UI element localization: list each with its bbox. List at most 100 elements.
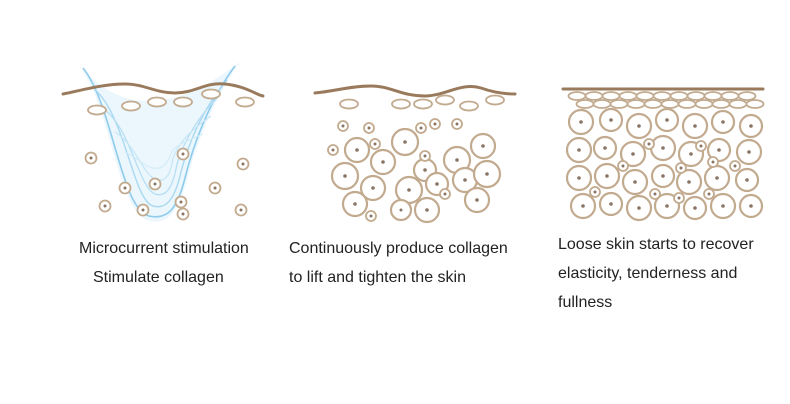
- collagen-cell: [565, 164, 593, 192]
- caption-line: to lift and tighten the skin: [289, 269, 466, 286]
- surface-cell: [669, 91, 689, 101]
- collagen-cell: [650, 163, 676, 189]
- collagen-cell: [592, 135, 618, 161]
- skin-cell: [176, 207, 190, 221]
- collagen-cells: [327, 94, 505, 224]
- surface-cell: [703, 91, 723, 101]
- collagen-cell: [729, 160, 741, 172]
- surface-cell: [391, 98, 411, 110]
- surface-cell: [745, 99, 765, 109]
- collagen-cell: [682, 195, 708, 221]
- caption-line: Continuously produce collagen: [289, 240, 508, 257]
- collagen-cell: [707, 156, 719, 168]
- collagen-cell: [369, 138, 381, 150]
- collagen-cell: [625, 112, 653, 140]
- surface-cell: [592, 99, 612, 109]
- collagen-cell: [675, 162, 687, 174]
- collagen-cell: [703, 188, 715, 200]
- surface-cell: [413, 98, 433, 110]
- surface-cell: [626, 99, 646, 109]
- caption-line: Loose skin starts to recover: [558, 236, 754, 253]
- collagen-cell: [617, 160, 629, 172]
- skin-cell: [148, 177, 162, 191]
- collagen-cell: [363, 122, 375, 134]
- collagen-cell: [643, 138, 655, 150]
- collagen-cell: [365, 210, 377, 222]
- surface-cell: [339, 98, 359, 110]
- surface-cell: [121, 100, 141, 112]
- surface-cell: [728, 99, 748, 109]
- collagen-cell: [703, 164, 731, 192]
- skin-cells: [84, 88, 255, 221]
- collagen-cell: [369, 148, 397, 176]
- surface-cell: [584, 91, 604, 101]
- collagen-cell: [625, 194, 653, 222]
- collagen-cell: [681, 112, 709, 140]
- surface-cell: [147, 96, 167, 108]
- surface-cell: [87, 104, 107, 116]
- collagen-cell: [569, 192, 597, 220]
- skin-cell: [118, 181, 132, 195]
- surface-cell: [686, 91, 706, 101]
- collagen-cell: [695, 140, 707, 152]
- caption-recovery: Loose skin starts to recover elasticity,…: [558, 230, 754, 317]
- surface-cell: [737, 91, 757, 101]
- collagen-cell: [738, 113, 764, 139]
- collagen-cell: [469, 132, 497, 160]
- collagen-cell: [649, 134, 677, 162]
- collagen-cell: [653, 192, 681, 220]
- collagen-cell: [341, 190, 369, 218]
- caption-line: Microcurrent stimulation: [79, 240, 249, 257]
- surface-cell: [711, 99, 731, 109]
- collagen-cell: [419, 150, 431, 162]
- collagen-production-illustration: [313, 84, 517, 224]
- skin-cell: [84, 151, 98, 165]
- collagen-cell: [589, 186, 601, 198]
- collagen-cell: [359, 174, 387, 202]
- surface-cell: [567, 91, 587, 101]
- recovered-skin-illustration: [561, 87, 765, 222]
- caption-production: Continuously produce collagen to lift an…: [289, 234, 508, 292]
- surface-cell: [660, 99, 680, 109]
- surface-cell: [609, 99, 629, 109]
- collagen-cell: [673, 192, 685, 204]
- collagen-cell: [565, 136, 593, 164]
- surface-cell: [601, 91, 621, 101]
- surface-cell: [694, 99, 714, 109]
- collagen-cell: [598, 107, 624, 133]
- skin-surface-line: [61, 82, 265, 98]
- collagen-cell: [735, 138, 763, 166]
- collagen-cell: [706, 137, 732, 163]
- skin-cell: [174, 195, 188, 209]
- caption-stimulation: Microcurrent stimulation Stimulate colla…: [79, 234, 249, 292]
- collagen-cell: [621, 168, 649, 196]
- surface-cell: [459, 100, 479, 112]
- skin-surface-line: [313, 84, 517, 98]
- collagen-cell: [649, 188, 661, 200]
- collagen-cell: [710, 109, 736, 135]
- collagen-cell: [327, 144, 339, 156]
- collagen-cell: [451, 118, 463, 130]
- skin-cell: [176, 147, 190, 161]
- surface-cell: [575, 99, 595, 109]
- collagen-cell: [439, 188, 451, 200]
- collagen-cell: [389, 198, 413, 222]
- microcurrent-waves: [77, 62, 240, 222]
- surface-cell: [201, 88, 221, 100]
- collagen-cell: [619, 140, 647, 168]
- collagen-cell: [415, 122, 427, 134]
- surface-cell: [235, 96, 255, 108]
- surface-cell: [643, 99, 663, 109]
- dense-collagen-cells: [565, 91, 765, 222]
- surface-cell: [485, 94, 505, 106]
- caption-line: Stimulate collagen: [93, 269, 224, 286]
- skin-cell: [236, 157, 250, 171]
- collagen-cell: [390, 127, 420, 157]
- collagen-cell: [734, 167, 760, 193]
- collagen-cell: [738, 193, 764, 219]
- collagen-cell: [598, 191, 624, 217]
- surface-cell: [435, 94, 455, 106]
- skin-cell: [208, 181, 222, 195]
- collagen-cell: [654, 107, 680, 133]
- collagen-cell: [463, 186, 491, 214]
